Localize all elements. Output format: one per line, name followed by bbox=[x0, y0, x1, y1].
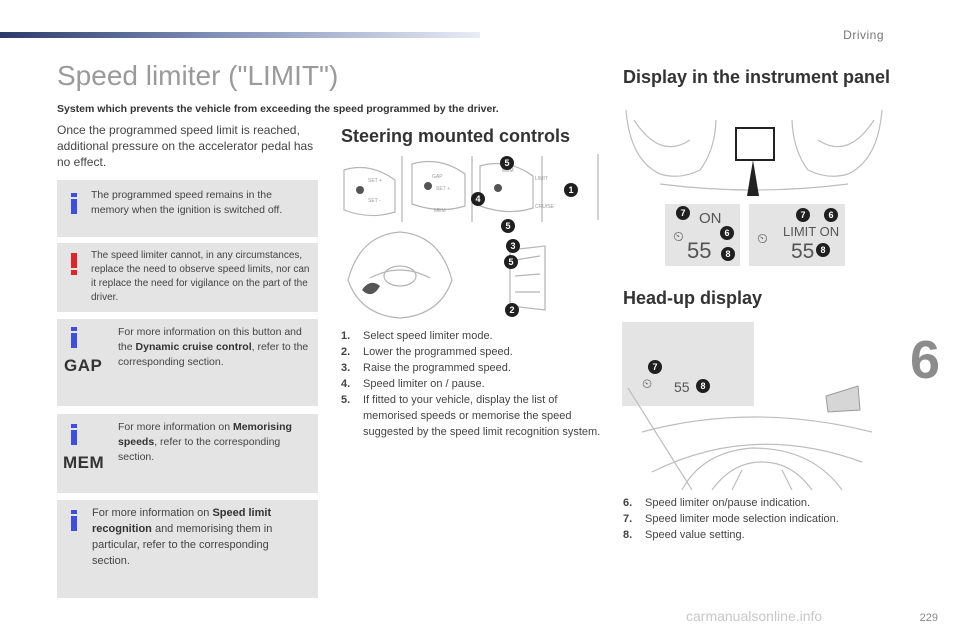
chapter-marker: 6 bbox=[910, 330, 940, 386]
steering-controls-list: 1.Select speed limiter mode. 2.Lower the… bbox=[341, 328, 603, 440]
instrument-callout-6a: 6 bbox=[724, 228, 729, 238]
panel-speed-value: 55 bbox=[791, 240, 815, 263]
info-icon bbox=[71, 193, 77, 214]
chapter-number: 6 bbox=[910, 330, 940, 386]
instrument-callout-6b: 6 bbox=[828, 210, 833, 220]
note-warning-text: The speed limiter cannot, in any circums… bbox=[91, 250, 310, 303]
steering-callouts bbox=[471, 156, 578, 317]
list-item: 8.Speed value setting. bbox=[623, 529, 745, 541]
page-subtitle: System which prevents the vehicle from e… bbox=[57, 103, 499, 115]
stalk-label-set-minus: SET - bbox=[368, 198, 381, 204]
hud-speed-value: 55 bbox=[674, 379, 690, 395]
instrument-callout-8a: 8 bbox=[725, 249, 730, 259]
info-icon bbox=[71, 424, 77, 445]
steering-callout-3: 3 bbox=[510, 241, 515, 251]
note-recognition-box: For more information on Speed limit reco… bbox=[57, 500, 318, 598]
note-memory-box: The programmed speed remains in the memo… bbox=[57, 180, 318, 237]
gap-label: GAP bbox=[64, 356, 103, 375]
instrument-callout-7a: 7 bbox=[680, 208, 685, 218]
stalk-label-mem: MEM bbox=[434, 208, 446, 214]
list-item: 7.Speed limiter mode selection indicatio… bbox=[623, 513, 839, 525]
instrument-callout-7b: 7 bbox=[800, 210, 805, 220]
stalk-label-set-plus-2: SET + bbox=[436, 186, 450, 192]
list-item: 4.Speed limiter on / pause. bbox=[341, 378, 485, 390]
hud-indications-list: 6.Speed limiter on/pause indication. 7.S… bbox=[623, 495, 885, 543]
info-icon bbox=[71, 510, 77, 531]
hud-illustration: ⏲ 55 7 8 bbox=[622, 322, 873, 490]
panel-status-text: LIMIT ON bbox=[783, 224, 840, 239]
steering-callout-4: 4 bbox=[475, 194, 480, 204]
instrument-callouts: 7 6 8 7 6 8 bbox=[676, 206, 838, 261]
instrument-panel-illustration bbox=[625, 109, 883, 196]
page-number: 229 bbox=[919, 612, 938, 624]
panel-speed-value: 55 bbox=[687, 238, 712, 263]
speedometer-icon: ⏲ bbox=[757, 230, 768, 246]
watermark: carmanualsonline.info bbox=[686, 608, 823, 624]
steering-callout-2: 2 bbox=[509, 305, 514, 315]
steering-heading: Steering mounted controls bbox=[341, 126, 571, 146]
stalk-label-set-plus: SET + bbox=[368, 178, 382, 184]
speedometer-icon: ⏲ bbox=[642, 376, 652, 391]
steering-callout-5c: 5 bbox=[508, 257, 513, 267]
hud-heading: Head-up display bbox=[623, 288, 763, 308]
stalk-label-gap: GAP bbox=[432, 174, 443, 180]
list-item: 3.Raise the programmed speed. bbox=[341, 362, 511, 374]
stalk-label-mem-2: MEM bbox=[502, 168, 514, 174]
instrument-heading: Display in the instrument panel bbox=[623, 67, 891, 87]
list-item: 5.If fitted to your vehicle, display the… bbox=[341, 394, 601, 438]
note-mem-box: MEM For more information on Memorising s… bbox=[57, 414, 318, 493]
note-warning-box: The speed limiter cannot, in any circums… bbox=[57, 243, 318, 312]
instrument-callout-8b: 8 bbox=[820, 245, 825, 255]
note-recognition-text: For more information on Speed limit reco… bbox=[92, 507, 273, 567]
stalk-label-limit: LIMIT bbox=[535, 176, 548, 182]
steering-controls-illustration: SET + SET - GAP SET + MEM MEM LIMIT CRUI… bbox=[343, 154, 599, 319]
speedometer-icon: ⏲ bbox=[673, 228, 684, 244]
intro-paragraph: Once the programmed speed limit is reach… bbox=[57, 123, 314, 169]
page-title: Speed limiter ("LIMIT") bbox=[57, 60, 339, 91]
steering-callout-1: 1 bbox=[568, 185, 573, 195]
warning-icon bbox=[71, 253, 77, 275]
steering-callout-5b: 5 bbox=[505, 221, 510, 231]
mem-label: MEM bbox=[63, 453, 105, 472]
hud-callout-7: 7 bbox=[652, 362, 657, 372]
header-gradient-bar bbox=[0, 32, 480, 38]
note-memory-text: The programmed speed remains in the memo… bbox=[91, 189, 283, 216]
steering-callout-5a: 5 bbox=[504, 158, 509, 168]
hud-callout-8: 8 bbox=[700, 381, 705, 391]
stalk-label-cruise: CRUISE bbox=[535, 204, 555, 210]
note-gap-text: For more information on this button and … bbox=[118, 326, 309, 368]
list-item: 1.Select speed limiter mode. bbox=[341, 330, 493, 342]
note-gap-box: GAP For more information on this button … bbox=[57, 319, 318, 406]
panel-status-text: ON bbox=[699, 210, 722, 227]
list-item: 2.Lower the programmed speed. bbox=[341, 346, 513, 358]
list-item: 6.Speed limiter on/pause indication. bbox=[623, 497, 811, 509]
note-mem-text: For more information on Memorising speed… bbox=[118, 421, 292, 463]
info-icon bbox=[71, 327, 77, 348]
section-name: Driving bbox=[843, 28, 884, 42]
